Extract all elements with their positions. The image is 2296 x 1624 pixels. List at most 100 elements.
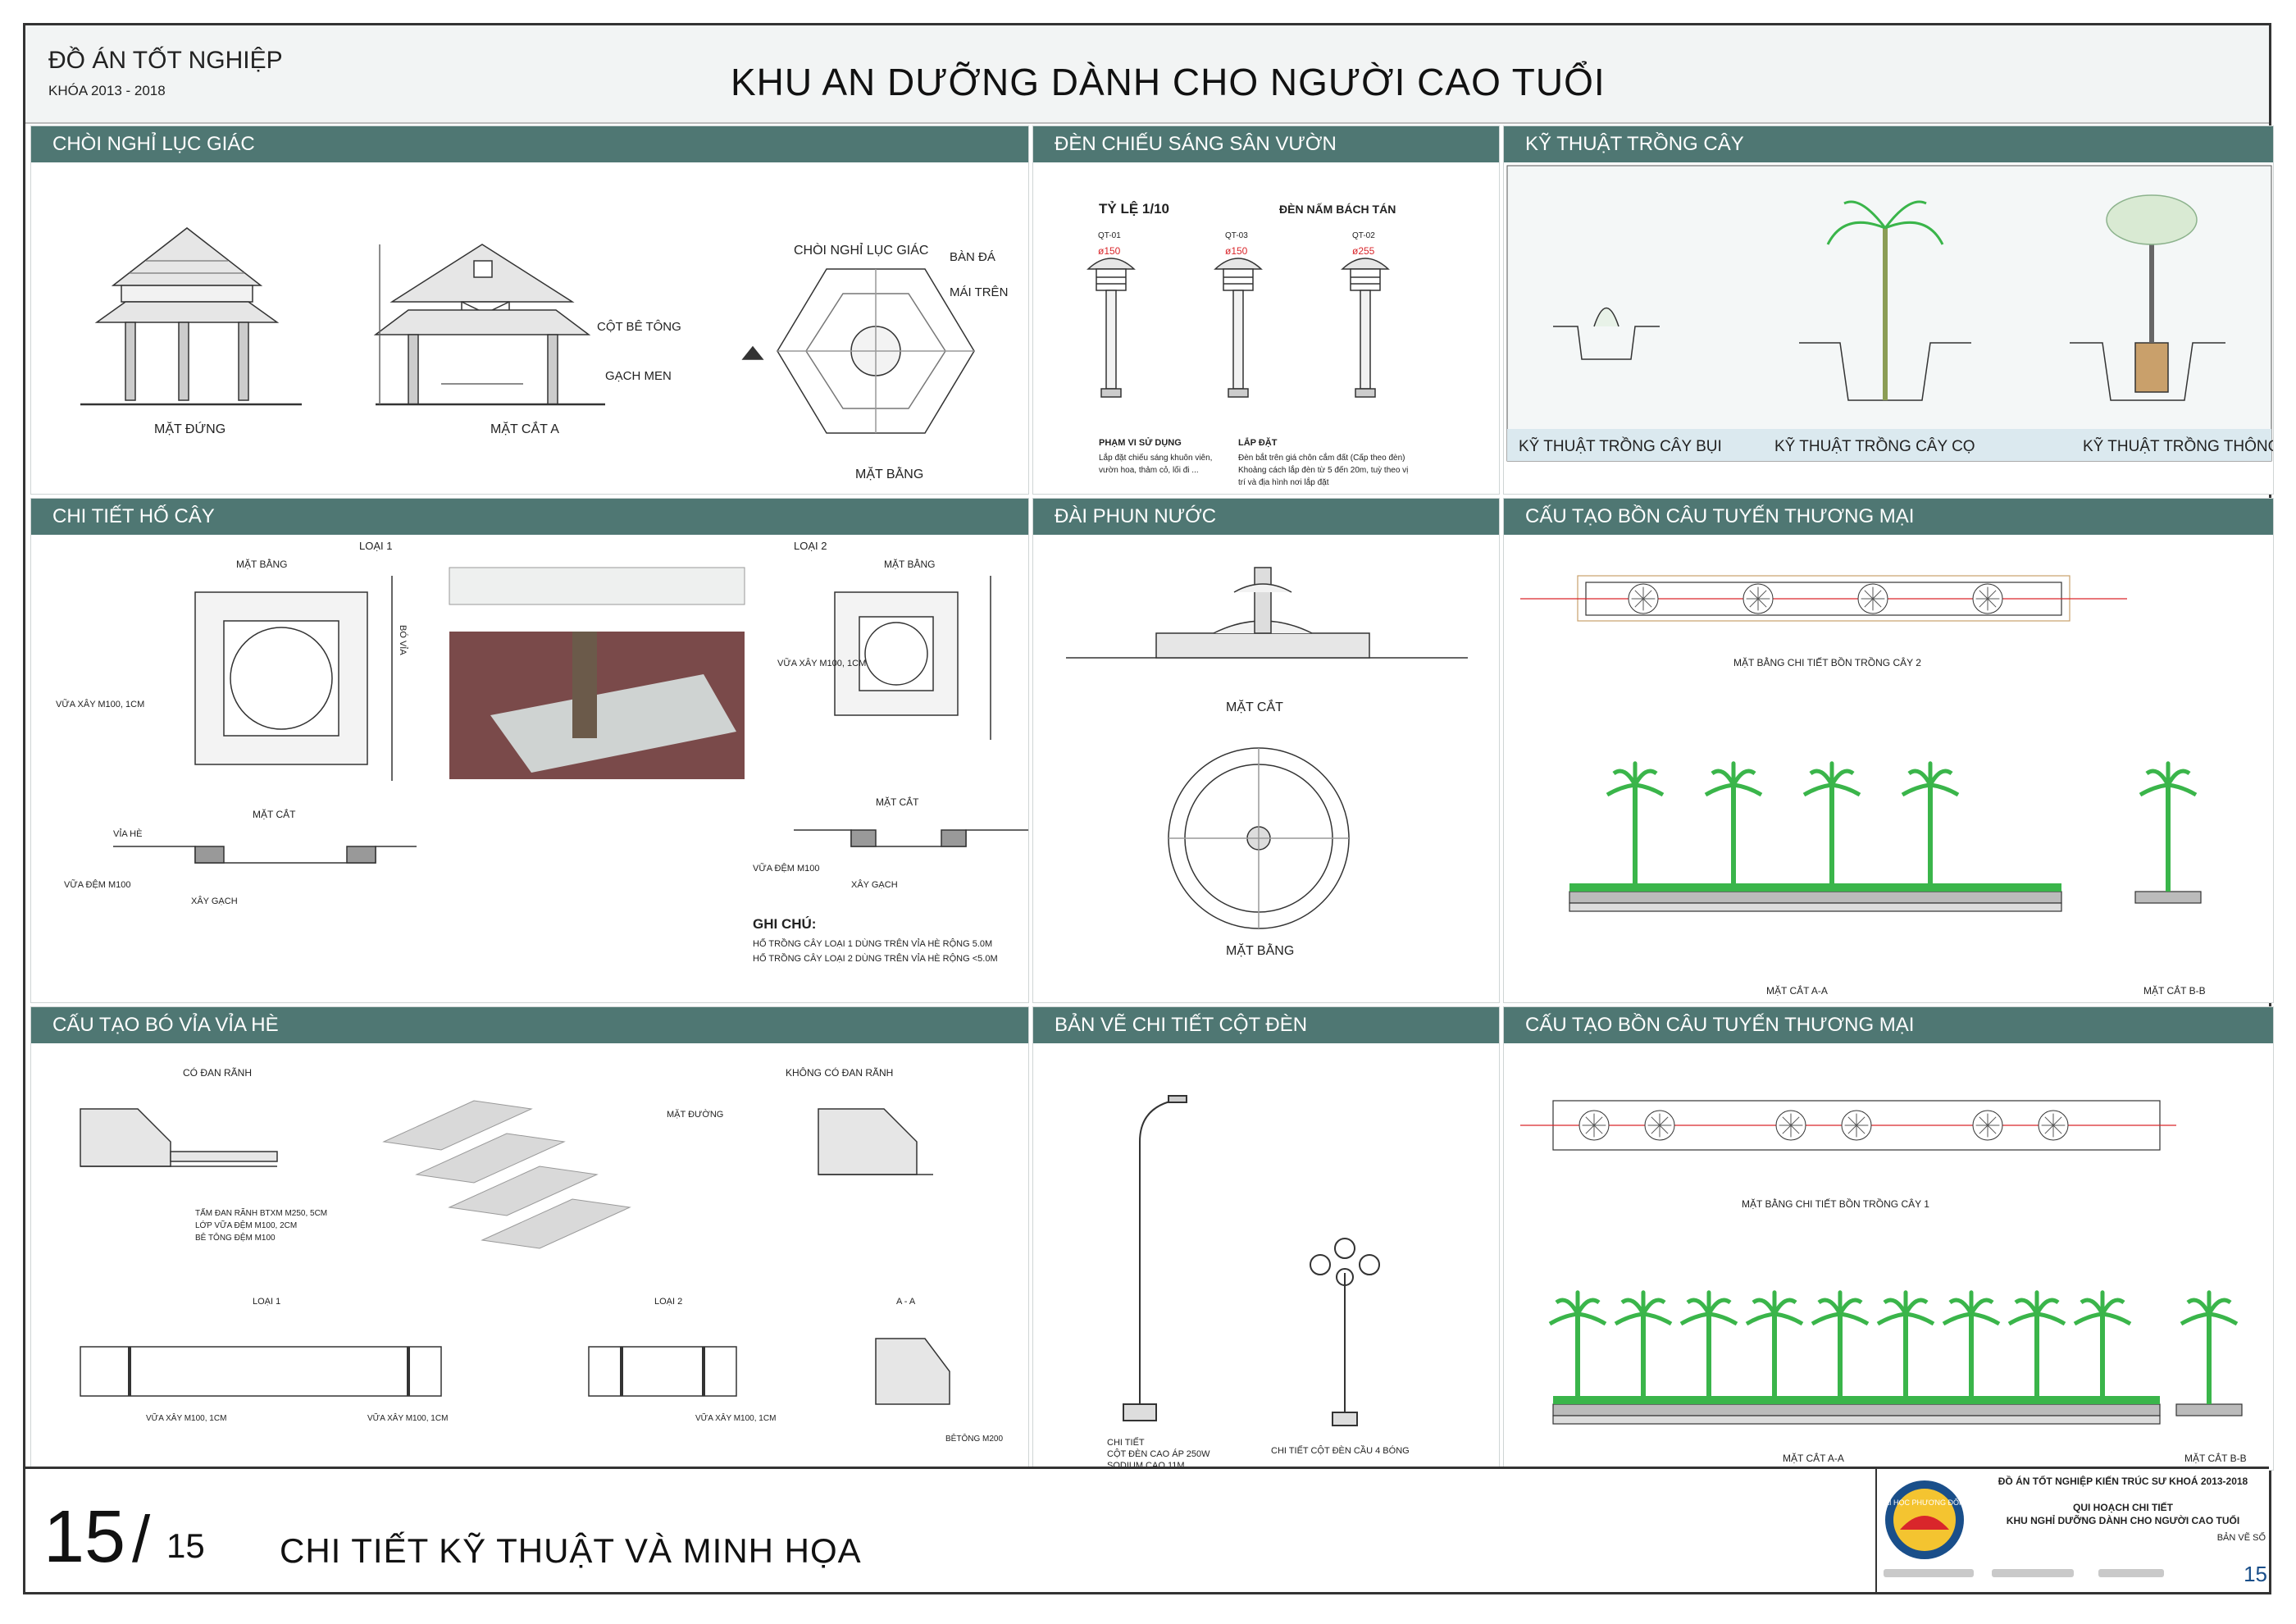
- curb-label-1: BÓ VỈA: [398, 625, 408, 655]
- palm-tree: [1876, 1290, 1935, 1404]
- brick-label-2: XÂY GẠCH: [851, 879, 898, 890]
- tree-symbol: [1857, 583, 1888, 614]
- fountain-section: [1066, 567, 1468, 659]
- garden-light: [1214, 258, 1263, 398]
- base-label-2: VỮA ĐỆM M100: [753, 863, 820, 874]
- fountain-plan-label: MẶT BẰNG: [1226, 942, 1294, 958]
- tree-pit-drawings: LOẠI 1 LOẠI 2 MẶT BẰNG VỮA XÂY M100, 1CM…: [56, 540, 1028, 964]
- aa-label: A - A: [896, 1297, 916, 1307]
- scope-title: PHẠM VI SỬ DỤNG: [1099, 437, 1182, 448]
- caption-shrub: KỸ THUẬT TRỒNG CÂY BỤI: [1519, 437, 1722, 455]
- planter1-section-a: MẶT CẮT A-A: [1766, 984, 1828, 997]
- sheet-footer: 15 / 15 CHI TIẾT KỸ THUẬT VÀ MINH HỌA ĐẠ…: [25, 1467, 2269, 1592]
- university-logo: ĐẠI HỌC PHƯƠNG ĐÔNG: [1880, 1480, 1969, 1559]
- palm-tree: [2007, 1290, 2066, 1404]
- base-label-1: VỮA ĐỆM M100: [64, 879, 131, 890]
- caption-palm: KỸ THUẬT TRỒNG CÂY CỌ: [1774, 437, 1975, 455]
- tree-symbol: [1628, 583, 1659, 614]
- with-gutter-label: CÓ ĐAN RÃNH: [183, 1066, 252, 1079]
- note-1: HỐ TRỒNG CÂY LOẠI 1 DÙNG TRÊN VỈA HÈ RỘN…: [753, 937, 992, 949]
- tb-line1: ĐỒ ÁN TỐT NGHIỆP KIẾN TRÚC SƯ KHOÁ 2013-…: [1998, 1476, 2248, 1487]
- palm-tree: [1942, 1290, 2001, 1404]
- type2-label: LOẠI 2: [794, 540, 827, 552]
- planter2-section-a: MẶT CẮT A-A: [1783, 1452, 1844, 1464]
- panel-title: CẤU TẠO BÓ VỈA VỈA HÈ: [31, 1007, 1028, 1043]
- panel-title: CHI TIẾT HỐ CÂY: [31, 499, 1028, 535]
- light-code: QT-01: [1098, 231, 1121, 240]
- planter2-section-b: MẶT CẮT B-B: [2184, 1452, 2247, 1464]
- install-text-3: trí và địa hình nơi lắp đặt: [1238, 477, 1329, 487]
- lamp1-caption-3: SODIUM CAO 11M.: [1107, 1461, 1187, 1471]
- section2-label: MẶT CẮT: [876, 796, 919, 808]
- header-project-block: ĐỒ ÁN TỐT NGHIỆP KHÓA 2013 - 2018: [48, 47, 283, 99]
- panel-curb: CẤU TẠO BÓ VỈA VỈA HÈ CÓ ĐAN RÃNH TẤM ĐA…: [30, 1006, 1029, 1471]
- tree-symbol: [2038, 1110, 2069, 1141]
- section-label: MẶT CẮT A: [490, 421, 559, 436]
- garden-light: [1086, 258, 1136, 398]
- tree-symbol: [1775, 1110, 1806, 1141]
- light-diameter: ø150: [1098, 245, 1121, 257]
- sheet-title: KHU AN DƯỠNG DÀNH CHO NGƯỜI CAO TUỔI: [731, 61, 1606, 103]
- note-2: HỐ TRỒNG CÂY LOẠI 2 DÙNG TRÊN VỈA HÈ RỘN…: [753, 952, 998, 964]
- light-diameter: ø150: [1225, 245, 1248, 257]
- type1-label: LOẠI 1: [359, 540, 392, 552]
- tb-line3: KHU NGHỈ DƯỠNG DÀNH CHO NGƯỜI CAO TUỔI: [2006, 1515, 2240, 1526]
- fountain-drawings: MẶT CẮT MẶT BẰNG: [1066, 567, 1468, 958]
- planter1-plan-caption: MẶT BẰNG CHI TIẾT BỒN TRỒNG CÂY 2: [1733, 656, 1921, 668]
- panel-lights: ĐÈN CHIẾU SÁNG SÂN VƯỜN TỶ LỆ 1/10 ĐÈN N…: [1032, 125, 1500, 495]
- panel-planter-1: CẤU TẠO BỒN CÂU TUYẾN THƯƠNG MẠI MẶT BẰN…: [1503, 498, 2274, 1003]
- palm-tree: [2180, 1290, 2239, 1404]
- panel-lamppost: BẢN VẼ CHI TIẾT CỘT ĐÈN CHI TIẾT CỘT ĐÈN…: [1032, 1006, 1500, 1471]
- planter2-section-palms: [1548, 1290, 2239, 1404]
- planter1-section-b: MẶT CẮT B-B: [2143, 984, 2206, 997]
- type1-label: LOẠI 1: [253, 1297, 280, 1307]
- palm-tree: [1745, 1290, 1804, 1404]
- concrete-column-label: CỘT BÊ TÔNG: [597, 320, 681, 334]
- layer-3: BÊ TÔNG ĐỆM M100: [195, 1232, 276, 1243]
- plan-title-label: CHÒI NGHỈ LỤC GIÁC: [794, 242, 928, 258]
- planter2-plan-caption: MẶT BẰNG CHI TIẾT BỒN TRỒNG CÂY 1: [1742, 1197, 1929, 1210]
- palm-tree: [1606, 761, 1665, 892]
- project-label: ĐỒ ÁN TỐT NGHIỆP: [48, 47, 283, 74]
- lights-drawings: TỶ LỆ 1/10 ĐÈN NẤM BÁCH TÁN QT-01ø150QT-…: [1086, 201, 1408, 487]
- tree-pit-render: [449, 567, 745, 779]
- pavilion-section: [373, 244, 605, 406]
- panel-title: CẤU TẠO BỒN CÂU TUYẾN THƯƠNG MẠI: [1504, 499, 2273, 535]
- install-text-2: Khoảng cách lắp đèn từ 5 đến 20m, tuỳ th…: [1238, 464, 1408, 475]
- redacted-field: [2098, 1569, 2164, 1577]
- planter2-plan-trees: [1578, 1110, 2069, 1141]
- scope-text-2: vườn hoa, thảm cỏ, lối đi ...: [1099, 465, 1199, 475]
- tree-symbol: [1841, 1110, 1872, 1141]
- sheet-number-label: BẢN VẼ SỐ: [2216, 1533, 2266, 1543]
- stone-table-label: BÀN ĐÁ: [950, 250, 995, 264]
- palm-tree: [2139, 761, 2198, 892]
- pavilion-plan: [741, 268, 975, 434]
- panel-tree-pit: CHI TIẾT HỐ CÂY LOẠI 1 LOẠI 2 MẶT BẰNG V…: [30, 498, 1029, 1003]
- pavilion-drawings: MẶT ĐỨNG MẶT CẮT A CỘT BÊ TÔNG GẠCH MEN …: [80, 227, 1008, 481]
- planter2-drawings: MẶT BẰNG CHI TIẾT BỒN TRỒNG CÂY 1 MẶT CẮ…: [1520, 1100, 2247, 1464]
- concrete-label: BÊTÔNG M200: [945, 1433, 1003, 1444]
- panel-title: CHÒI NGHỈ LỤC GIÁC: [31, 126, 1028, 162]
- redacted-field: [1884, 1569, 1974, 1577]
- panel-title: ĐÈN CHIẾU SÁNG SÂN VƯỜN: [1033, 126, 1499, 162]
- plan1-label: MẶT BẰNG: [236, 558, 287, 570]
- page-number: 15: [43, 1496, 126, 1578]
- title-block: ĐẠI HỌC PHƯƠNG ĐÔNG ĐỒ ÁN TỐT NGHIỆP KIẾ…: [1875, 1469, 2276, 1592]
- panel-title: BẢN VẼ CHI TIẾT CỘT ĐÈN: [1033, 1007, 1499, 1043]
- panel-planter-2: CẤU TẠO BỒN CÂU TUYẾN THƯƠNG MẠI MẶT BẰN…: [1503, 1006, 2274, 1471]
- tree-pit-plan-1: [194, 576, 393, 781]
- plan-label: MẶT BẰNG: [855, 466, 923, 481]
- planter1-plan: [1520, 575, 2127, 622]
- layer-2: LỚP VỮA ĐỆM M100, 2CM: [195, 1220, 297, 1230]
- planter1-section: [1569, 891, 2202, 912]
- tile-label: GẠCH MEN: [605, 369, 672, 383]
- without-gutter-label: KHÔNG CÓ ĐAN RÃNH: [786, 1066, 893, 1079]
- planter2-section: [1552, 1403, 2243, 1425]
- panel-title: KỸ THUẬT TRỒNG CÂY: [1504, 126, 2273, 162]
- palm-tree: [2073, 1290, 2132, 1404]
- pine-planting-detail: [2070, 194, 2225, 401]
- palm-tree: [1811, 1290, 1870, 1404]
- mushroom-light-label: ĐÈN NẤM BÁCH TÁN: [1279, 203, 1396, 216]
- lamppost-drawings: CHI TIẾT CỘT ĐÈN CAO ÁP 250W SODIUM CAO …: [1107, 1095, 1410, 1471]
- light-code: QT-02: [1352, 231, 1375, 240]
